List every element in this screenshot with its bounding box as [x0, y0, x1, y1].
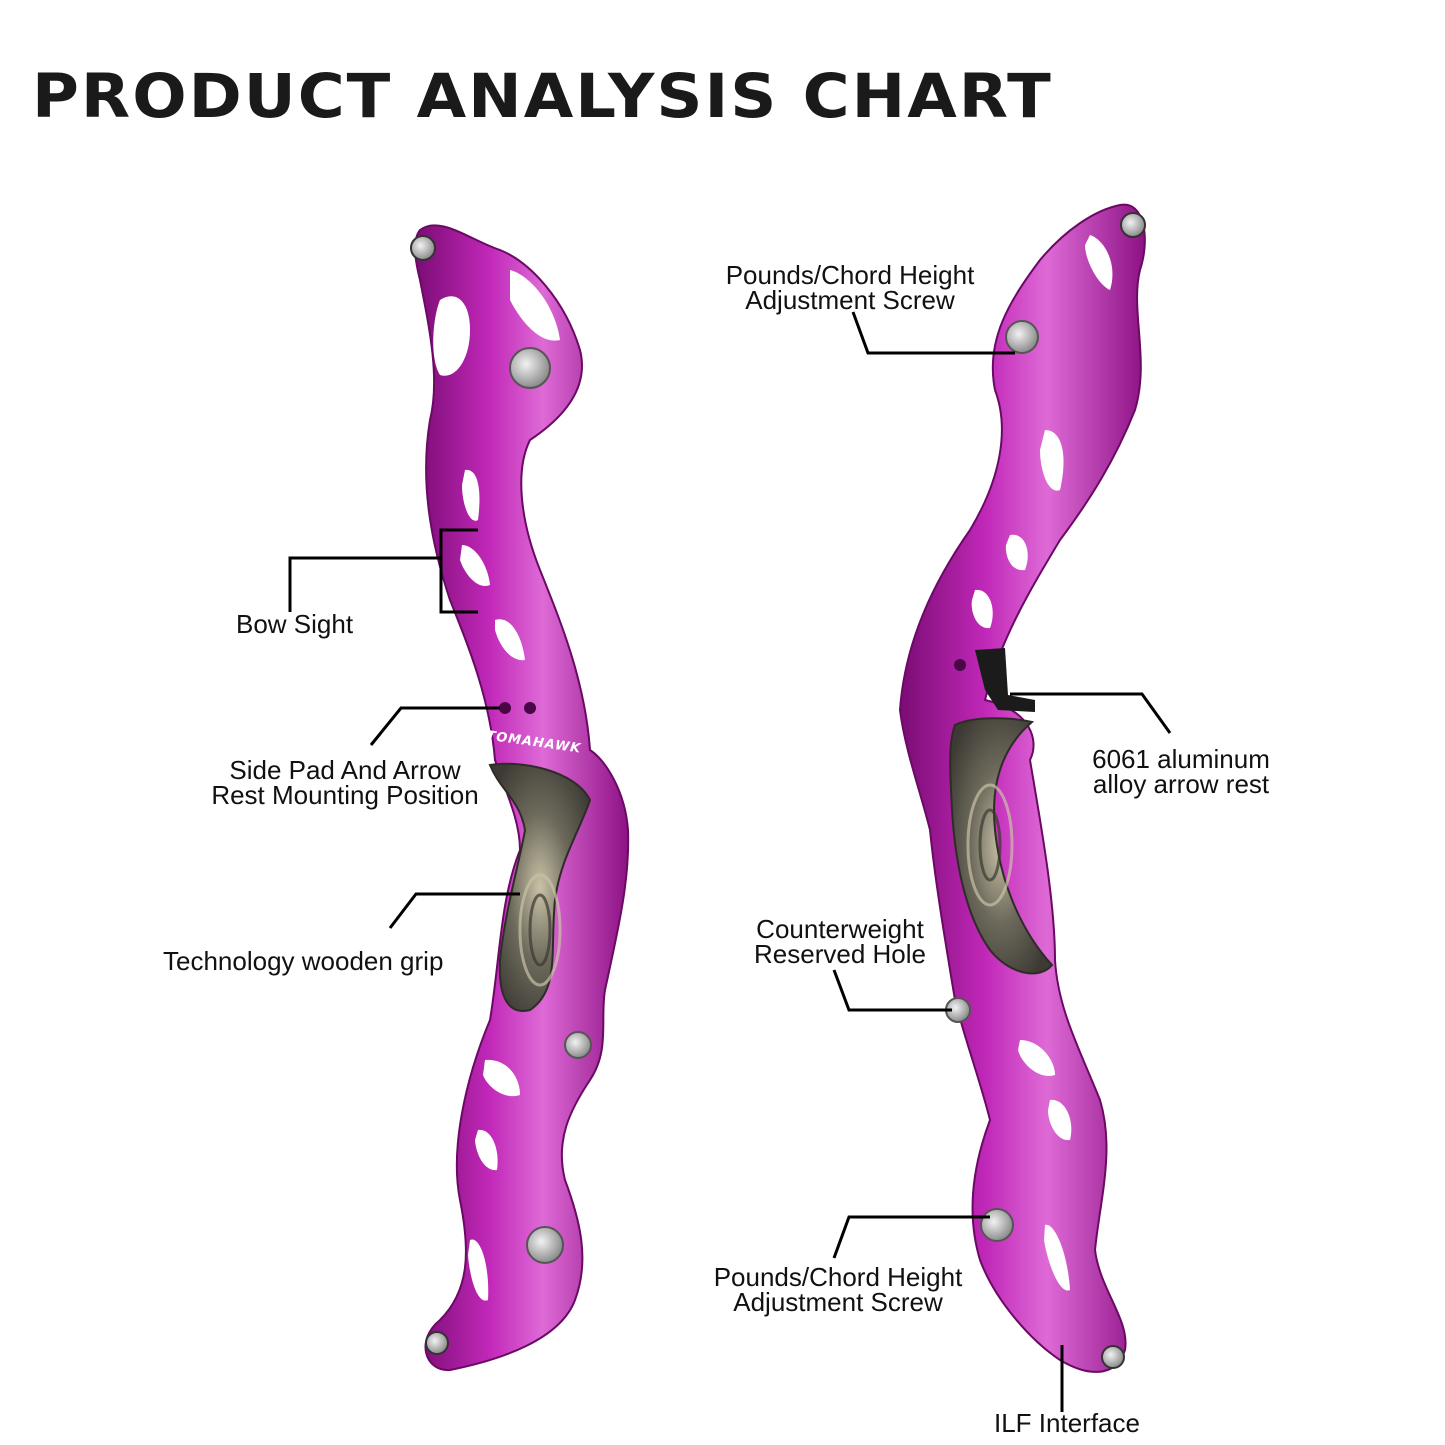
label-pounds-top-line2: Adjustment Screw	[745, 285, 955, 315]
left-riser-cutout	[462, 469, 480, 521]
left-sight-hole	[499, 702, 511, 714]
label-side-pad-line2: Rest Mounting Position	[211, 780, 479, 810]
right-riser-cutout	[1048, 1099, 1072, 1141]
label-ilf-text: ILF Interface	[994, 1408, 1140, 1438]
right-riser-cutout	[971, 589, 993, 629]
right-grip-swirl	[978, 808, 1002, 882]
label-pounds-top: Pounds/Chord Height Adjustment Screw	[712, 260, 988, 315]
label-arrow-rest-line1: 6061 aluminum	[1092, 744, 1270, 774]
right-bottom-adjust-screw	[980, 1208, 1014, 1242]
right-riser-cutout	[1044, 1224, 1070, 1291]
right-riser-cutout	[1018, 1040, 1055, 1076]
right-riser-cutout	[1040, 430, 1064, 491]
callout-lines	[288, 311, 1172, 1412]
label-bow-sight-text: Bow Sight	[236, 609, 354, 639]
label-counterweight: Counterweight Reserved Hole	[740, 914, 940, 969]
left-riser-cutout	[433, 296, 470, 376]
right-wooden-grip	[949, 717, 1054, 975]
left-grip-swirl	[518, 873, 562, 987]
left-riser-cutout	[468, 1239, 489, 1301]
callout-line-pounds-bottom	[832, 1215, 990, 1259]
label-counterweight-line2: Reserved Hole	[754, 939, 926, 969]
label-pounds-bottom-line1: Pounds/Chord Height	[713, 1262, 963, 1292]
left-riser-cutout	[475, 1129, 498, 1171]
right-bottom-bolt	[1101, 1345, 1125, 1369]
label-ilf: ILF Interface	[994, 1408, 1140, 1438]
left-riser	[410, 224, 630, 1372]
label-pounds-top-line1: Pounds/Chord Height	[725, 260, 975, 290]
right-riser-hole	[954, 659, 966, 671]
label-side-pad: Side Pad And Arrow Rest Mounting Positio…	[190, 755, 500, 810]
page-title: PRODUCT ANALYSIS CHART	[32, 62, 1053, 133]
label-arrow-rest: 6061 aluminum alloy arrow rest	[1075, 744, 1287, 799]
callout-line-pounds-top	[851, 311, 1015, 355]
label-wooden-grip: Technology wooden grip	[163, 946, 444, 976]
left-top-adjust-screw	[509, 347, 551, 389]
left-bottom-adjust-screw	[526, 1226, 564, 1264]
label-side-pad-line1: Side Pad And Arrow	[229, 755, 461, 785]
arrow-rest	[975, 648, 1035, 712]
left-wooden-grip	[488, 762, 592, 1012]
right-top-adjust-screw	[1005, 320, 1039, 354]
left-riser-cutout	[510, 270, 560, 341]
left-riser-cutout	[460, 545, 490, 586]
left-riser-cutout	[483, 1059, 520, 1097]
right-riser-body	[898, 203, 1146, 1373]
label-wooden-grip-text: Technology wooden grip	[163, 946, 444, 976]
label-counterweight-line1: Counterweight	[756, 914, 924, 944]
callout-line-bow-sight	[288, 556, 440, 612]
right-grip-swirl	[966, 783, 1014, 907]
left-counterweight-hole	[564, 1031, 592, 1059]
right-riser-cutout	[1005, 534, 1028, 571]
right-top-bolt	[1120, 212, 1146, 238]
left-top-bolt	[410, 235, 436, 261]
label-arrow-rest-line2: alloy arrow rest	[1092, 769, 1270, 799]
label-pounds-bottom-line2: Adjustment Screw	[733, 1287, 943, 1317]
callout-line-bow-sight-bracket	[439, 528, 478, 614]
label-bow-sight: Bow Sight	[236, 609, 354, 639]
label-pounds-bottom: Pounds/Chord Height Adjustment Screw	[700, 1262, 976, 1317]
left-sight-hole	[524, 702, 536, 714]
right-riser-cutout	[1085, 235, 1113, 290]
callout-line-side-pad	[369, 706, 500, 746]
right-riser	[898, 203, 1146, 1373]
callout-line-wooden-grip	[388, 892, 520, 929]
left-grip-swirl	[528, 893, 552, 967]
callout-line-arrow-rest	[1010, 692, 1172, 734]
callout-line-counterweight	[832, 969, 952, 1012]
left-riser-cutout	[495, 619, 525, 661]
left-bottom-bolt	[425, 1331, 449, 1355]
